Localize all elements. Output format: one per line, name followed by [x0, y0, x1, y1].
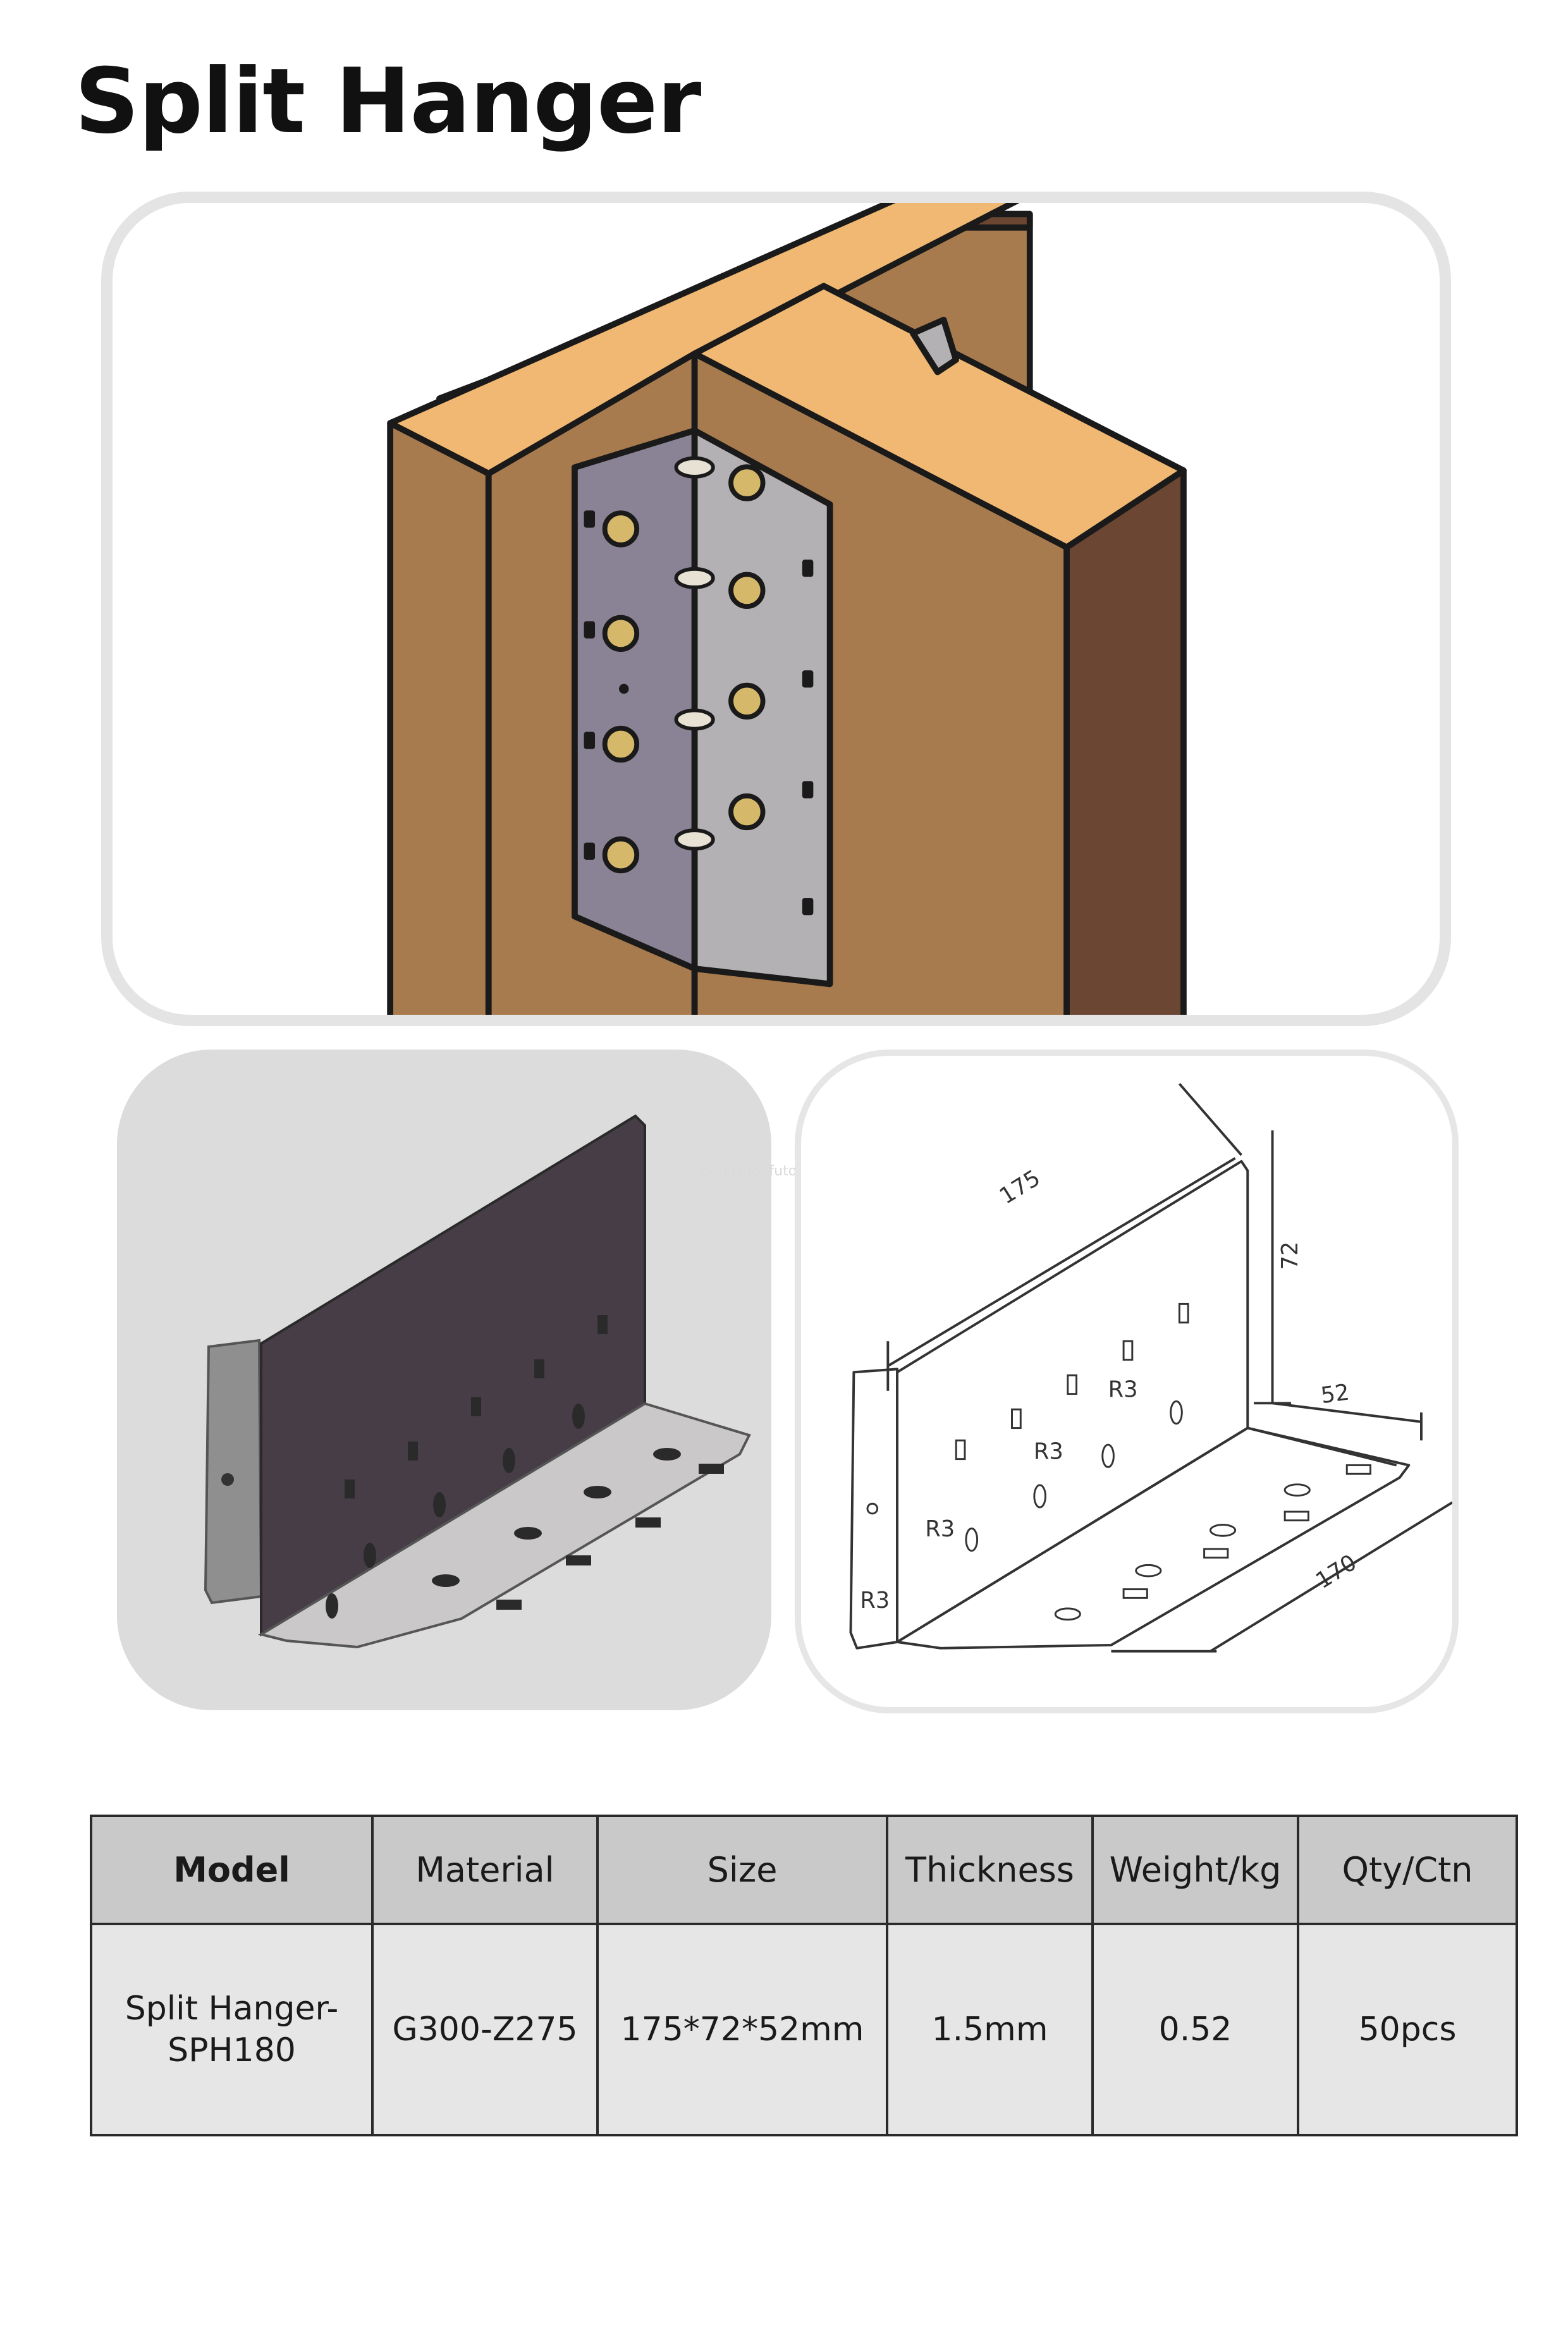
dim-height-label: 72	[1277, 1242, 1303, 1270]
technical-drawing: 175 72 52 170 R3 R3 R3 R3	[849, 1082, 1452, 1653]
header-qty: Qty/Ctn	[1297, 1815, 1518, 1925]
technical-drawing-panel: 175 72 52 170 R3 R3 R3 R3	[795, 1050, 1459, 1713]
cell-material: G300-Z275	[371, 1923, 599, 2136]
cell-thickness: 1.5mm	[886, 1923, 1094, 2136]
radius-label: R3	[925, 1516, 955, 1542]
cell-weight: 0.52	[1091, 1923, 1299, 2136]
hero-illustration-panel	[101, 192, 1451, 1026]
header-model: Model	[90, 1815, 374, 1925]
dim-width-label: 52	[1320, 1379, 1351, 1409]
spec-table: Model Material Size Thickness Weight/kg …	[90, 1815, 1518, 2136]
header-size: Size	[596, 1815, 888, 1925]
header-thickness: Thickness	[886, 1815, 1094, 1925]
radius-label: R3	[860, 1588, 890, 1614]
table-header-row: Model Material Size Thickness Weight/kg …	[90, 1815, 1518, 1925]
radius-label: R3	[1034, 1439, 1063, 1465]
bracket-render	[204, 1114, 751, 1649]
dim-length-label: 175	[995, 1165, 1045, 1210]
header-weight: Weight/kg	[1091, 1815, 1299, 1925]
radius-label: R3	[1108, 1377, 1138, 1403]
cell-qty: 50pcs	[1297, 1923, 1518, 2136]
product-photo-panel	[117, 1050, 771, 1710]
dim-base-length-label: 170	[1311, 1550, 1361, 1594]
cell-model: Split Hanger-SPH180	[90, 1923, 374, 2136]
table-row: Split Hanger-SPH180 G300-Z275 175*72*52m…	[90, 1923, 1518, 2136]
page-title: Split Hanger	[75, 49, 701, 154]
header-material: Material	[371, 1815, 599, 1925]
cell-size: 175*72*52mm	[596, 1923, 888, 2136]
joist-hanger-illustration	[387, 203, 1187, 1015]
